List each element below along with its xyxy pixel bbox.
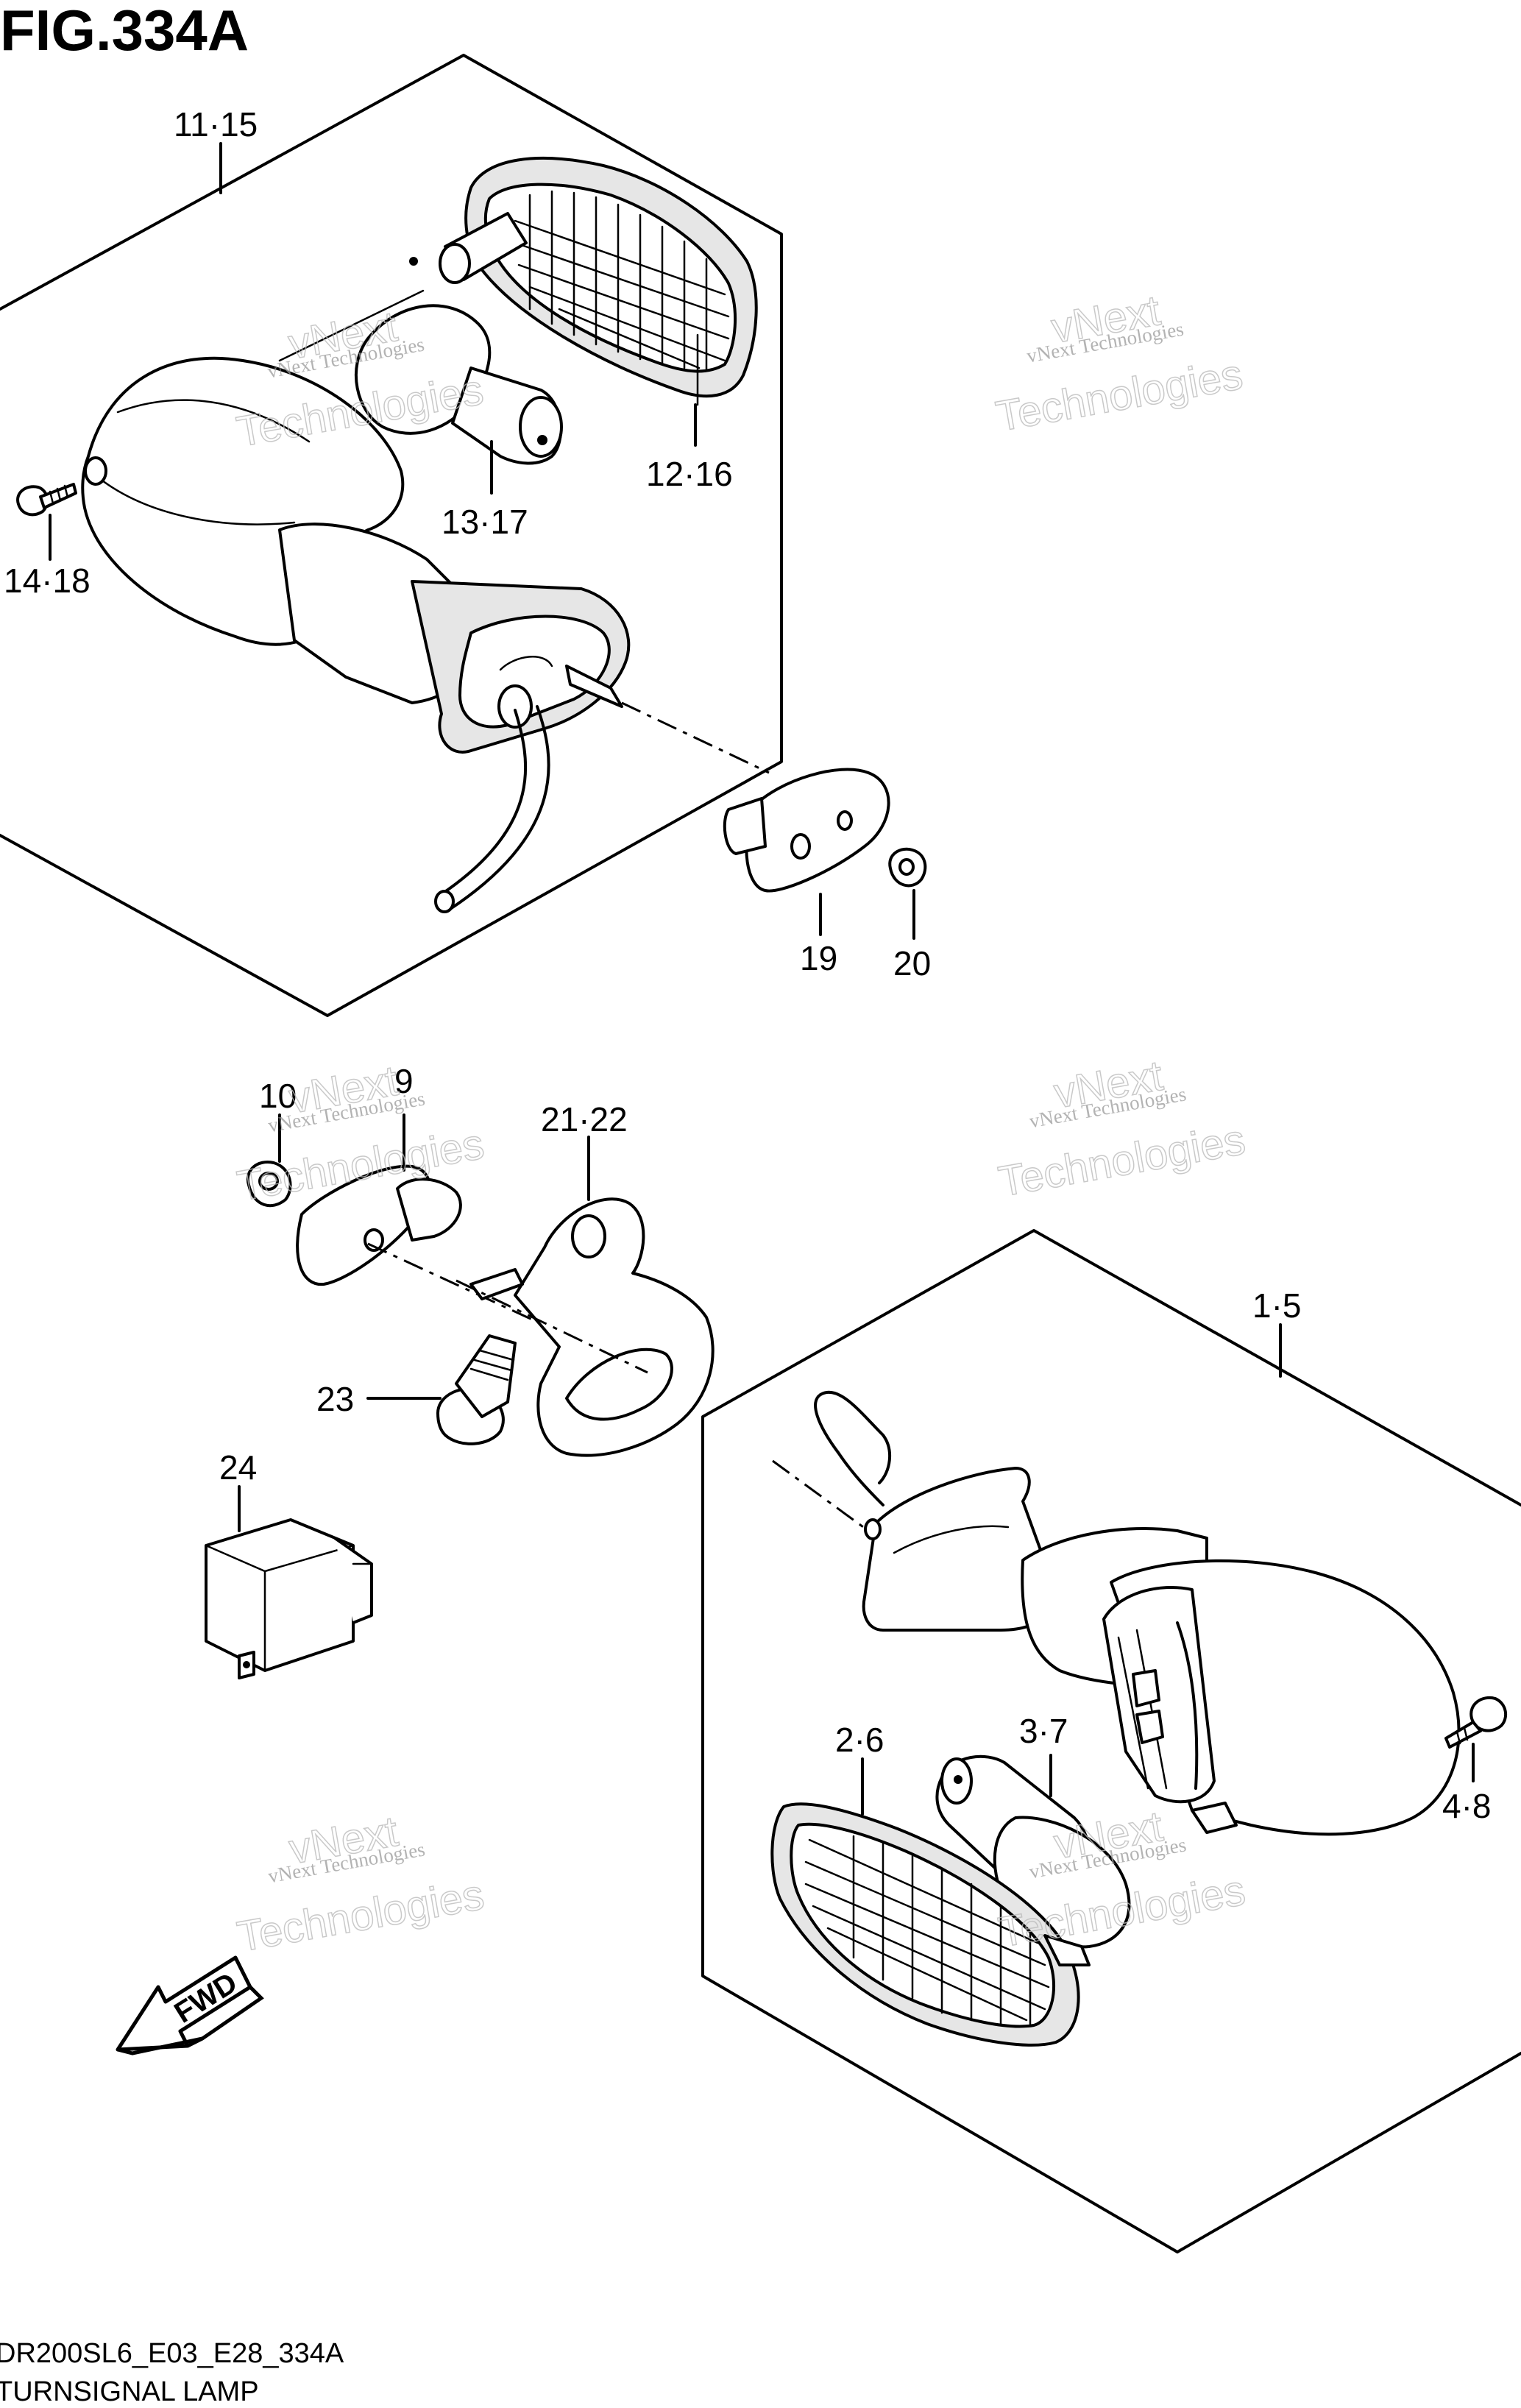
callout-23: 23 xyxy=(316,1380,354,1418)
upper-rubber-part xyxy=(621,701,890,893)
upper-housing-part xyxy=(81,356,631,913)
watermark-middle-right: Technologies vNext Technologies vNext xyxy=(994,1051,1249,1206)
callout-20: 20 xyxy=(893,944,931,982)
figure-name: TURNSIGNAL LAMP xyxy=(0,2376,259,2407)
callout-9: 9 xyxy=(394,1062,414,1100)
figure-code: DR200SL6_E03_E28_334A xyxy=(0,2338,344,2369)
callout-13-17: 13·17 xyxy=(442,503,528,541)
callout-2-6: 2·6 xyxy=(835,1721,884,1759)
callout-3-7: 3·7 xyxy=(1019,1712,1068,1750)
watermark-top-right: Technologies vNext Technologies vNext xyxy=(992,286,1247,441)
callout-1-5: 1·5 xyxy=(1252,1286,1301,1325)
callout-14-18: 14·18 xyxy=(4,562,91,600)
watermark-bottom-left: Technologies vNext Technologies vNext xyxy=(233,1807,488,1961)
lower-lens-part xyxy=(770,1802,1091,2047)
lower-housing-part xyxy=(772,1390,1461,1836)
relay-part xyxy=(205,1518,373,1679)
callout-10: 10 xyxy=(259,1077,297,1115)
callout-11-15: 11·15 xyxy=(174,105,258,144)
upper-nut-part xyxy=(888,847,927,888)
upper-assembly-frame xyxy=(0,54,783,1017)
bracket-bolt-part xyxy=(436,1334,517,1445)
upper-screw-part xyxy=(16,483,77,517)
upper-bulb-part xyxy=(278,289,563,465)
lower-assembly-frame xyxy=(701,1229,1521,2253)
fwd-arrow-icon: FWD xyxy=(116,1955,264,2055)
callout-4-8: 4·8 xyxy=(1442,1787,1491,1825)
bracket-nut-part xyxy=(246,1161,292,1208)
bracket-rubber-part xyxy=(296,1164,462,1286)
callout-21-22: 21·22 xyxy=(541,1100,628,1139)
bracket-part xyxy=(367,1197,715,1457)
upper-lens-part xyxy=(409,157,758,406)
lower-screw-part xyxy=(1444,1696,1508,1749)
leader-lines xyxy=(49,142,1475,1816)
callout-12-16: 12·16 xyxy=(646,455,733,493)
figure-title: FIG.334A xyxy=(0,0,249,63)
callout-19: 19 xyxy=(800,939,837,977)
callout-24: 24 xyxy=(219,1448,257,1487)
